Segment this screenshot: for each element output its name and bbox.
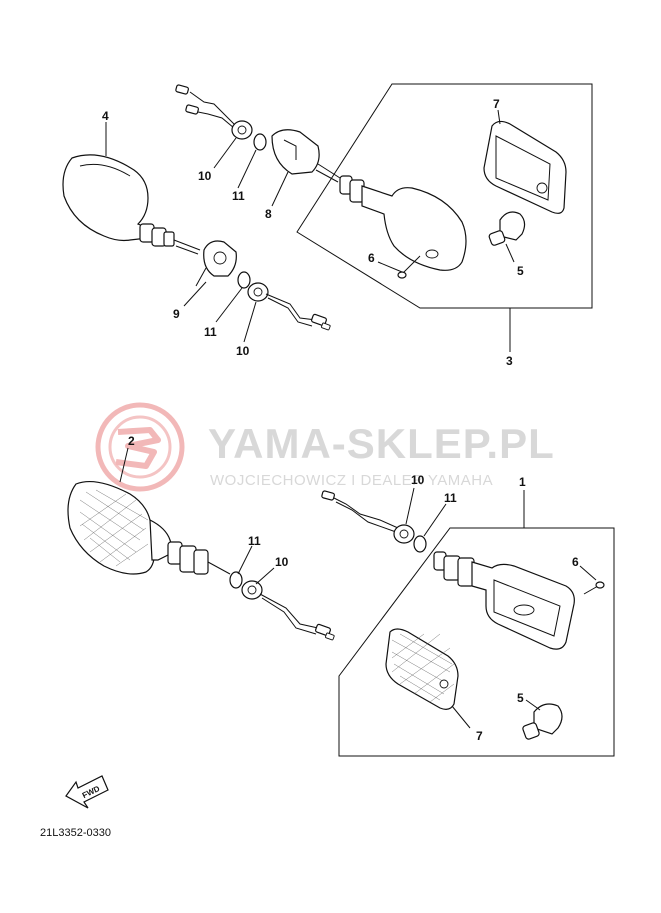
callout-lower-6: 6	[572, 555, 579, 569]
lower-bulb	[522, 703, 563, 740]
watermark-subtitle: WOJCIECHOWICZ I DEALER YAMAHA	[210, 472, 493, 489]
callout-upper-11-bottom: 11	[204, 325, 217, 339]
callout-lower-11-right: 11	[444, 491, 457, 505]
lower-washer-right	[413, 535, 427, 553]
watermark-logo	[95, 402, 185, 492]
lower-screw	[583, 581, 605, 595]
upper-bulb	[488, 211, 526, 246]
kit-outline-upper	[296, 83, 593, 309]
lower-wire-top	[333, 497, 399, 529]
leader-lower-7	[451, 705, 471, 729]
callout-upper-10-bottom: 10	[236, 344, 250, 358]
callout-upper-9: 9	[173, 307, 180, 321]
callout-upper-7: 7	[493, 97, 500, 111]
callout-lower-10-left: 10	[275, 555, 289, 569]
callout-lower-1: 1	[519, 475, 526, 489]
leader-upper-6	[377, 261, 403, 273]
leader-upper-11-bottom	[215, 287, 243, 323]
leader-lower-11-left	[237, 545, 253, 575]
upper-right-signal-lamp	[339, 175, 467, 271]
leader-lower-6	[579, 565, 597, 581]
callout-upper-5: 5	[517, 264, 524, 278]
upper-left-signal-lamp	[62, 154, 201, 255]
kit-outline-lower	[338, 527, 615, 757]
upper-right-socket	[271, 129, 341, 183]
drawing-code: 21L3352-0330	[40, 827, 111, 839]
leader-upper-7	[497, 109, 501, 125]
lower-washer-left	[229, 571, 243, 589]
leader-lower-10-right	[405, 487, 415, 525]
lower-left-signal-lamp	[67, 481, 231, 575]
callout-lower-10-right: 10	[411, 473, 425, 487]
leader-upper-10-top	[213, 137, 237, 169]
callout-lower-2: 2	[128, 434, 135, 448]
leader-lower-11-right	[423, 503, 447, 537]
leader-lower-5	[525, 699, 541, 711]
callout-lower-7: 7	[476, 729, 483, 743]
watermark-title: YAMA-SKLEP.PL	[208, 420, 555, 467]
callout-upper-3: 3	[506, 354, 513, 368]
upper-wire-bottom	[265, 293, 317, 321]
lower-connector-top	[321, 490, 335, 501]
leader-upper-8	[271, 171, 289, 207]
lower-right-signal-lamp	[433, 551, 575, 650]
lower-lens	[385, 628, 459, 710]
upper-connector-top-b	[185, 104, 199, 115]
callout-upper-8: 8	[265, 207, 272, 221]
leader-lower-2	[119, 447, 129, 483]
callout-lower-11-left: 11	[248, 534, 261, 548]
upper-wire-top	[189, 91, 235, 125]
callout-lower-5: 5	[517, 691, 524, 705]
upper-screw	[397, 255, 421, 279]
fwd-arrow-icon: FWD	[65, 775, 109, 809]
upper-lens	[483, 120, 567, 214]
leader-lower-10-left	[255, 567, 275, 585]
callout-upper-10-top: 10	[198, 169, 212, 183]
upper-washer-bottom	[237, 271, 251, 289]
callout-upper-6: 6	[368, 251, 375, 265]
leader-upper-9	[183, 281, 207, 307]
upper-left-socket	[195, 240, 237, 287]
lower-wire-left	[259, 593, 319, 629]
leader-upper-11-top	[237, 149, 257, 189]
leader-upper-5	[505, 243, 515, 263]
callout-upper-4: 4	[102, 109, 109, 123]
upper-washer-top	[253, 133, 267, 151]
upper-connector-top-a	[175, 84, 189, 95]
leader-upper-10-bottom	[243, 301, 257, 343]
callout-upper-11-top: 11	[232, 189, 245, 203]
